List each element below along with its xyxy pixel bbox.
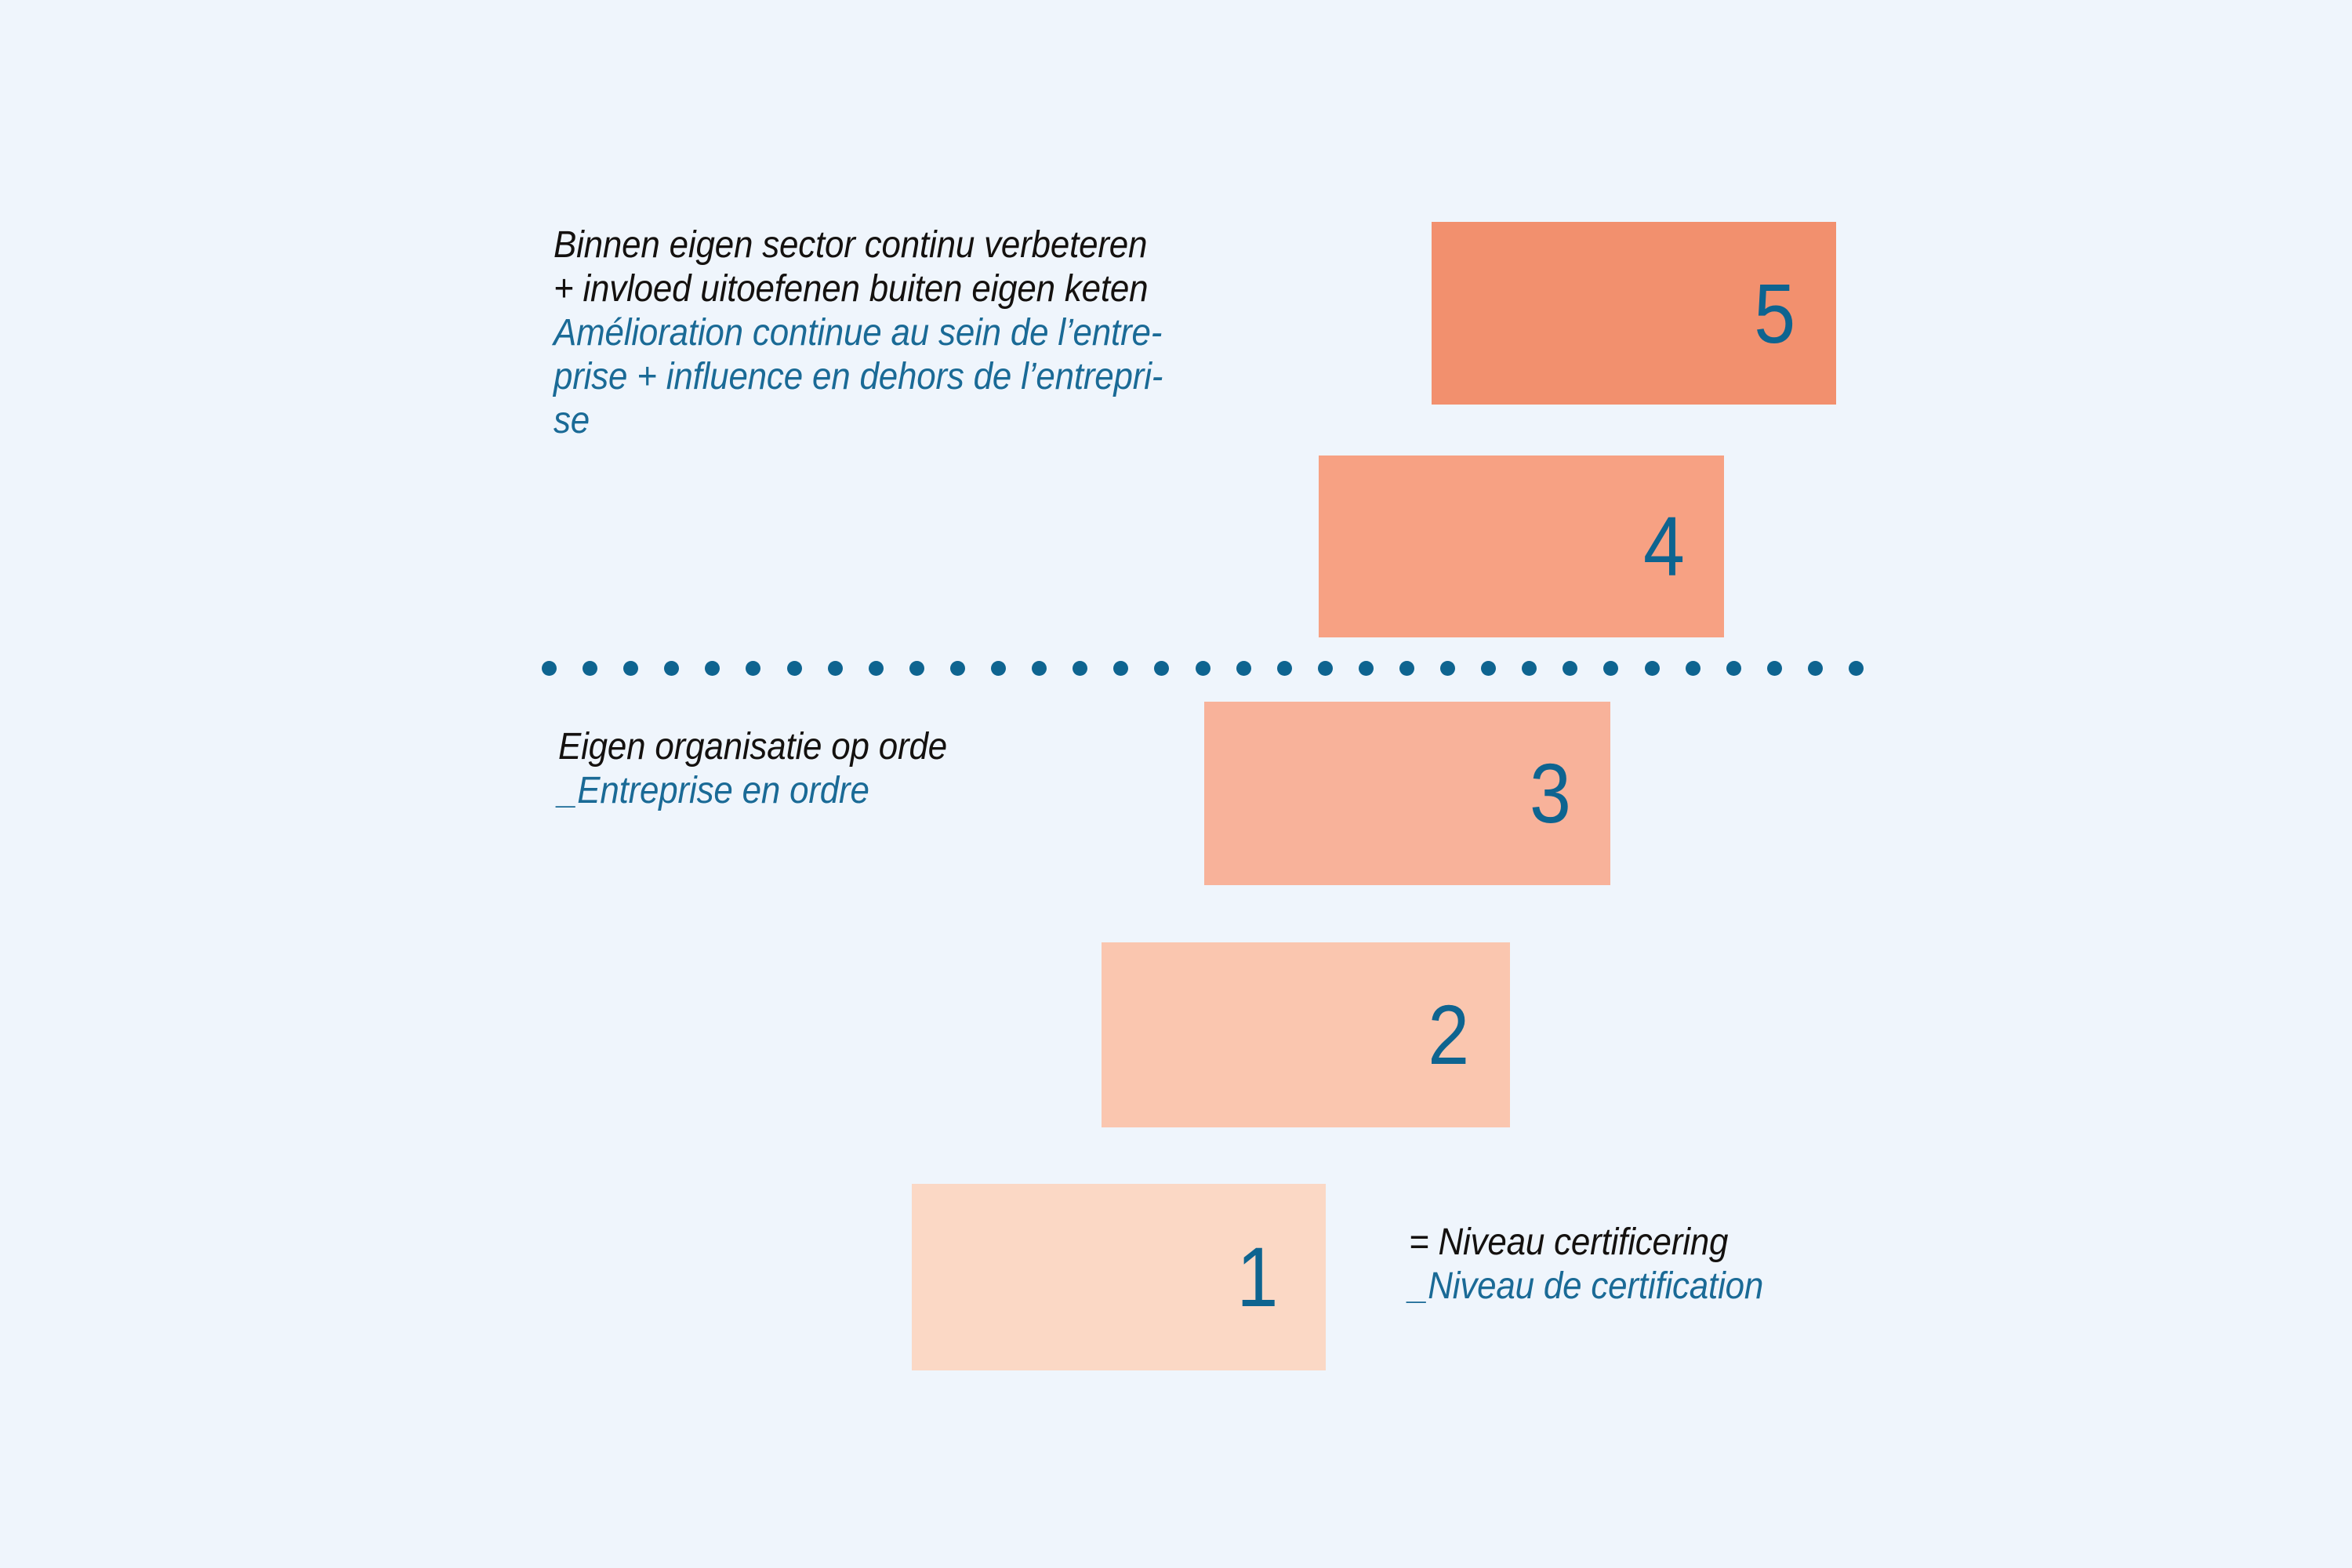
separator-dot bbox=[583, 660, 598, 676]
separator-dot bbox=[623, 660, 639, 676]
separator-dot bbox=[991, 660, 1007, 676]
separator-dot bbox=[1807, 660, 1823, 676]
separator-dot bbox=[1766, 660, 1782, 676]
level-bar-4[interactable]: 4 bbox=[1319, 456, 1724, 637]
annotation-middle: Eigen organisatie op orde _Entreprise en… bbox=[558, 725, 1283, 813]
separator-dot bbox=[664, 660, 680, 676]
separator-dot bbox=[949, 660, 965, 676]
separator-dot bbox=[746, 660, 761, 676]
separator-dot bbox=[1399, 660, 1414, 676]
separator-dot bbox=[1522, 660, 1537, 676]
separator-dot bbox=[1276, 660, 1292, 676]
level-bar-5[interactable]: 5 bbox=[1432, 222, 1836, 405]
separator-dot bbox=[1154, 660, 1170, 676]
level-bar-2-label: 2 bbox=[1428, 987, 1469, 1082]
separator-dot bbox=[868, 660, 884, 676]
level-bar-1-label: 1 bbox=[1236, 1229, 1278, 1324]
legend-dutch: = Niveau certificering bbox=[1409, 1221, 1729, 1263]
annotation-middle-french: _Entreprise en ordre bbox=[558, 769, 869, 811]
level-bar-4-label: 4 bbox=[1642, 499, 1685, 593]
annotation-top-dutch: Binnen eigen sector continu verbeteren +… bbox=[554, 224, 1149, 310]
separator-dot bbox=[786, 660, 802, 676]
legend-certification-level: = Niveau certificering _Niveau de certif… bbox=[1409, 1221, 1954, 1308]
separator-dot bbox=[1685, 660, 1700, 676]
level-bar-2[interactable]: 2 bbox=[1102, 942, 1510, 1127]
separator-dot bbox=[1481, 660, 1497, 676]
separator-dot bbox=[1563, 660, 1578, 676]
annotation-top-french: Amélioration continue au sein de l’entre… bbox=[554, 311, 1163, 441]
separator-dot bbox=[1726, 660, 1741, 676]
separator-dot bbox=[1032, 660, 1047, 676]
separator-dot bbox=[542, 660, 557, 676]
level-bar-5-label: 5 bbox=[1754, 265, 1795, 361]
separator-dot bbox=[1195, 660, 1210, 676]
separator-dot bbox=[1317, 660, 1333, 676]
separator-dot bbox=[1849, 660, 1864, 676]
separator-dot bbox=[705, 660, 720, 676]
annotation-top: Binnen eigen sector continu verbeteren +… bbox=[554, 223, 1278, 443]
level-bar-3-label: 3 bbox=[1529, 746, 1571, 840]
separator-dot bbox=[1073, 660, 1088, 676]
annotation-middle-dutch: Eigen organisatie op orde bbox=[558, 726, 947, 768]
separator-dot bbox=[1113, 660, 1129, 676]
level-bar-1[interactable]: 1 bbox=[912, 1184, 1326, 1370]
separator-dot bbox=[909, 660, 924, 676]
separator-dot bbox=[1236, 660, 1251, 676]
separator-dot bbox=[1603, 660, 1619, 676]
separator-dot bbox=[1644, 660, 1660, 676]
separator-dot bbox=[1358, 660, 1374, 676]
level-bar-3[interactable]: 3 bbox=[1204, 702, 1610, 885]
separator-dot bbox=[1440, 660, 1456, 676]
separator-dot bbox=[827, 660, 843, 676]
legend-french: _Niveau de certification bbox=[1409, 1265, 1764, 1307]
dotted-separator bbox=[542, 660, 1864, 676]
